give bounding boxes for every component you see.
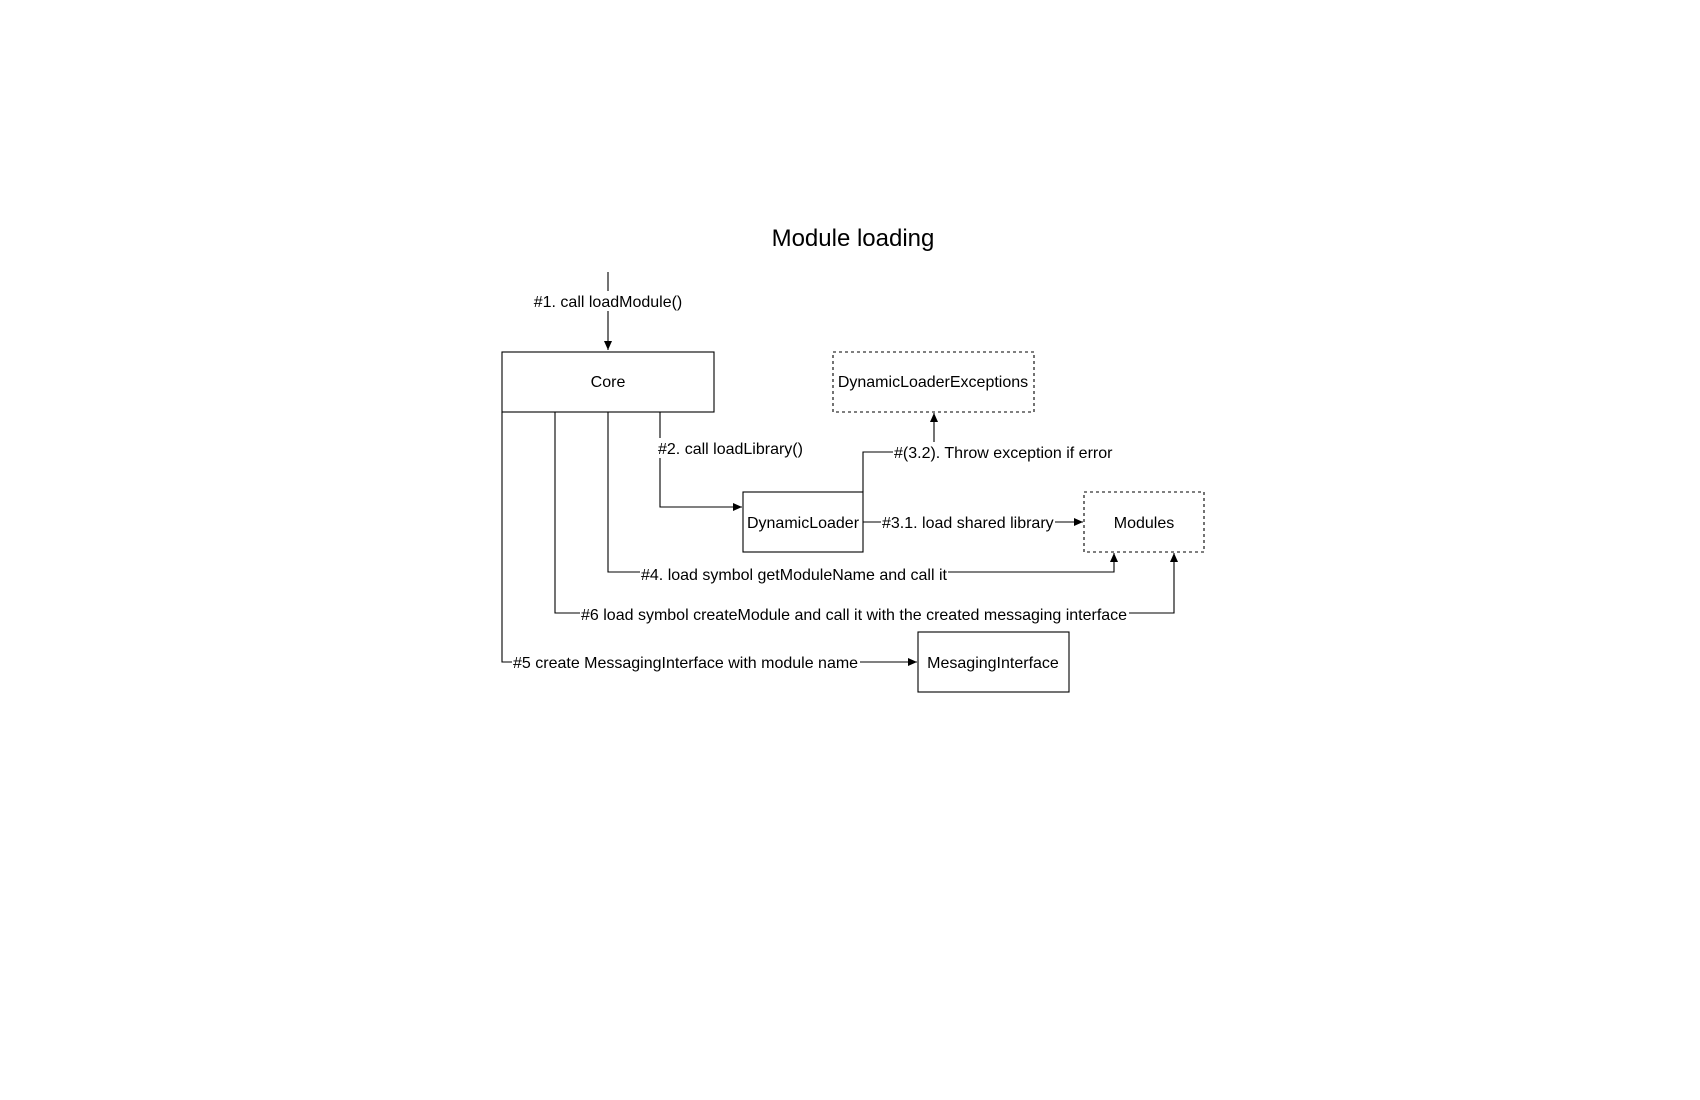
edge-label-step1: #1. call loadModule() bbox=[532, 291, 684, 311]
node-core-box bbox=[501, 351, 715, 413]
node-dynamic-loader-label: DynamicLoader bbox=[747, 515, 860, 532]
node-dynamic-loader-box bbox=[742, 491, 864, 553]
edge-label-step5-text: #5 create MessagingInterface with module… bbox=[513, 655, 858, 672]
edge-label-step2: #2. call loadLibrary() bbox=[657, 438, 805, 458]
node-modules: Modules bbox=[1083, 491, 1205, 553]
node-dynamic-loader-exceptions-label: DynamicLoaderExceptions bbox=[838, 374, 1028, 391]
node-dynamic-loader: DynamicLoader bbox=[742, 491, 864, 553]
edge-step2-line bbox=[659, 412, 742, 511]
edge-label-step6-text: #6 load symbol createModule and call it … bbox=[581, 607, 1127, 624]
node-dynamic-loader-exceptions-box bbox=[832, 351, 1035, 413]
diagram-title: Module loading bbox=[772, 225, 935, 252]
node-messaging-interface-label: MesagingInterface bbox=[927, 655, 1059, 672]
edge-label-step4-text: #4. load symbol getModuleName and call i… bbox=[641, 567, 948, 584]
edge-label-step2-text: #2. call loadLibrary() bbox=[658, 441, 803, 458]
node-modules-box bbox=[1083, 491, 1205, 553]
edge-label-step1-text: #1. call loadModule() bbox=[534, 294, 683, 311]
edge-label-step4: #4. load symbol getModuleName and call i… bbox=[640, 564, 948, 584]
edge-label-step5: #5 create MessagingInterface with module… bbox=[512, 652, 860, 672]
edge-label-step3-1-text: #3.1. load shared library bbox=[882, 515, 1054, 532]
node-messaging-interface: MesagingInterface bbox=[917, 631, 1070, 693]
node-modules-label: Modules bbox=[1114, 515, 1174, 532]
edge-label-step3-2: #(3.2). Throw exception if error bbox=[893, 442, 1115, 462]
node-core-label: Core bbox=[591, 374, 626, 391]
node-dynamic-loader-exceptions: DynamicLoaderExceptions bbox=[832, 351, 1035, 413]
edge-label-step3-1: #3.1. load shared library bbox=[881, 512, 1055, 532]
node-messaging-interface-box bbox=[917, 631, 1070, 693]
node-core: Core bbox=[501, 351, 715, 413]
edge-label-step6: #6 load symbol createModule and call it … bbox=[580, 604, 1129, 624]
edge-label-step3-2-text: #(3.2). Throw exception if error bbox=[894, 445, 1113, 462]
